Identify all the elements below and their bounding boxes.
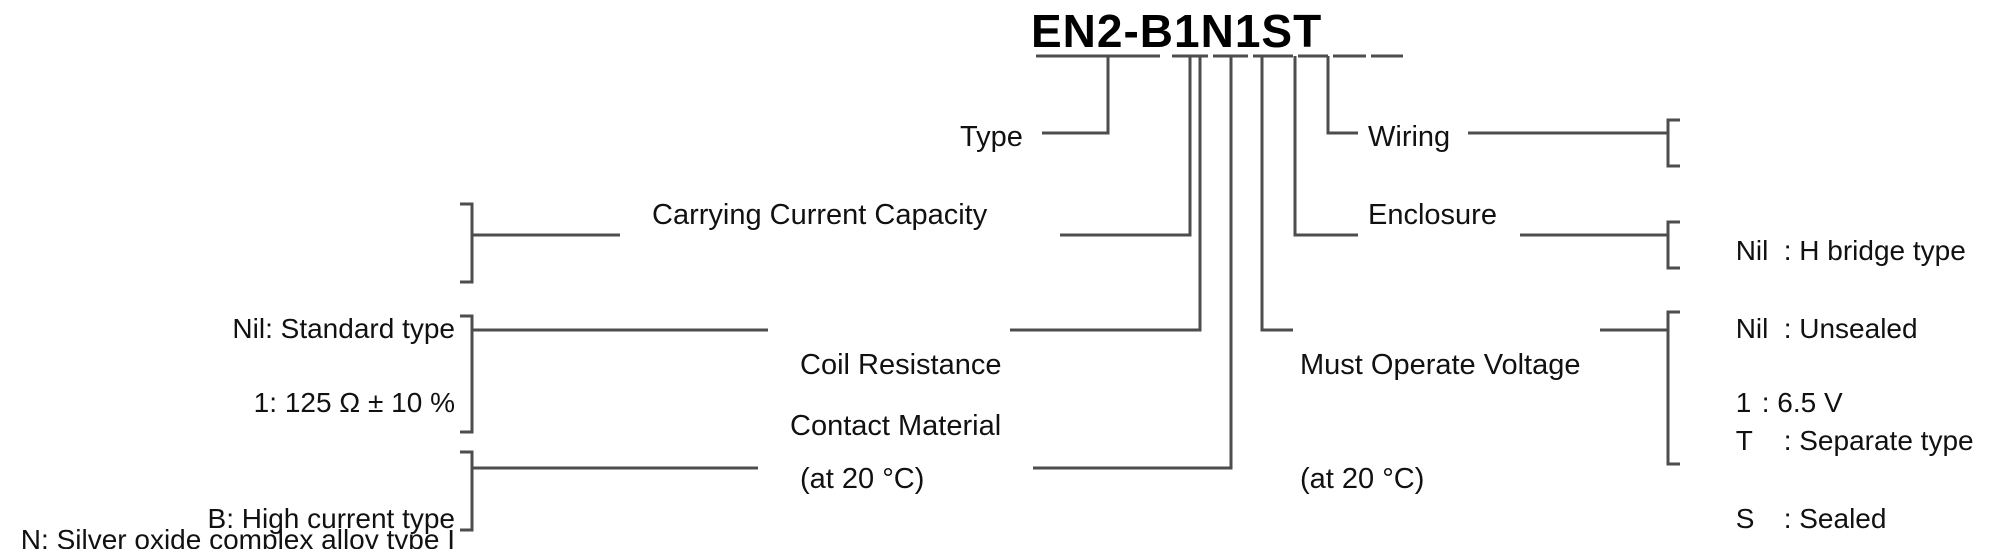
option-row: 2: 7.0 V — [1689, 536, 1843, 549]
option-row: Nil: Standard type — [132, 272, 455, 386]
option-value: Standard type — [280, 313, 455, 344]
option-block-type: Nil: Standard type B: High current type — [132, 196, 455, 549]
function-label-coil-resistance: Coil Resistance (at 20 °C) — [800, 270, 1001, 549]
option-key: B — [207, 503, 227, 534]
option-block-enclosure: Nil: Unsealed S: Sealed — [1689, 196, 1918, 549]
option-row: 1: 6.5 V — [1689, 346, 1843, 460]
option-key: Nil — [1735, 313, 1769, 344]
option-key: S — [1735, 503, 1755, 534]
function-label-carrying-current-capacity: Carrying Current Capacity — [652, 199, 988, 231]
option-row: Nil: Unsealed — [1689, 272, 1918, 386]
function-label-contact-material: Contact Material — [790, 410, 1002, 442]
must-operate-voltage-note: (at 20 °C) — [1300, 463, 1425, 495]
option-separator: : — [1783, 313, 1792, 344]
option-value: Separate type — [1799, 425, 1974, 456]
option-value: High current type — [241, 503, 455, 534]
option-block-coil-resistance: 1: 125 Ω ± 10 % 2: 180 Ω ± 10 % 3: 225 Ω… — [197, 270, 455, 549]
option-separator: : — [1783, 425, 1792, 456]
coil-resistance-title: Coil Resistance — [800, 349, 1002, 381]
option-key: Nil — [1735, 235, 1769, 266]
option-separator: : — [41, 524, 49, 549]
coil-resistance-note: (at 20 °C) — [800, 463, 925, 495]
option-key: N — [20, 524, 42, 549]
part-number-title: EN2-B1N1ST — [1031, 5, 1323, 57]
option-separator: : — [269, 387, 278, 418]
function-label-wiring: Wiring — [1368, 121, 1451, 153]
option-separator: : — [1783, 235, 1792, 266]
option-value: 125 Ω ± 10 % — [284, 387, 455, 418]
option-separator: : — [265, 313, 273, 344]
option-row: N: Silver oxide complex alloy type I — [0, 483, 455, 549]
option-value: Sealed — [1799, 503, 1887, 534]
option-key: 1 — [1735, 387, 1752, 418]
option-row: B: High current type — [132, 462, 455, 549]
option-key: 1 — [253, 387, 270, 418]
option-row: 1: 125 Ω ± 10 % — [197, 346, 455, 460]
option-row: T: Separate type — [1689, 384, 1974, 498]
option-key: Nil — [232, 313, 266, 344]
option-key: T — [1735, 425, 1753, 456]
option-value: Silver oxide complex alloy type I — [56, 524, 455, 549]
option-block-contact-material: N: Silver oxide complex alloy type I G: … — [0, 407, 455, 549]
option-value: 6.5 V — [1777, 387, 1843, 418]
option-row: Nil: H bridge type — [1689, 194, 1974, 308]
option-value: H bridge type — [1799, 235, 1966, 266]
option-block-must-operate-voltage: 1: 6.5 V 2: 7.0 V 3: 7.5 V 4: 8.0 V 5: 8… — [1689, 270, 1843, 549]
function-label-type: Type — [960, 121, 1023, 153]
option-separator: : — [226, 503, 234, 534]
option-separator: : — [1783, 503, 1792, 534]
must-operate-voltage-title: Must Operate Voltage — [1300, 349, 1581, 381]
option-row: S: Sealed — [1689, 462, 1918, 549]
function-label-must-operate-voltage: Must Operate Voltage (at 20 °C) — [1300, 270, 1581, 549]
option-separator: : — [1761, 387, 1770, 418]
option-value: Unsealed — [1799, 313, 1918, 344]
function-label-enclosure: Enclosure — [1368, 199, 1497, 231]
option-block-wiring: Nil: H bridge type T: Separate type — [1689, 118, 1974, 549]
